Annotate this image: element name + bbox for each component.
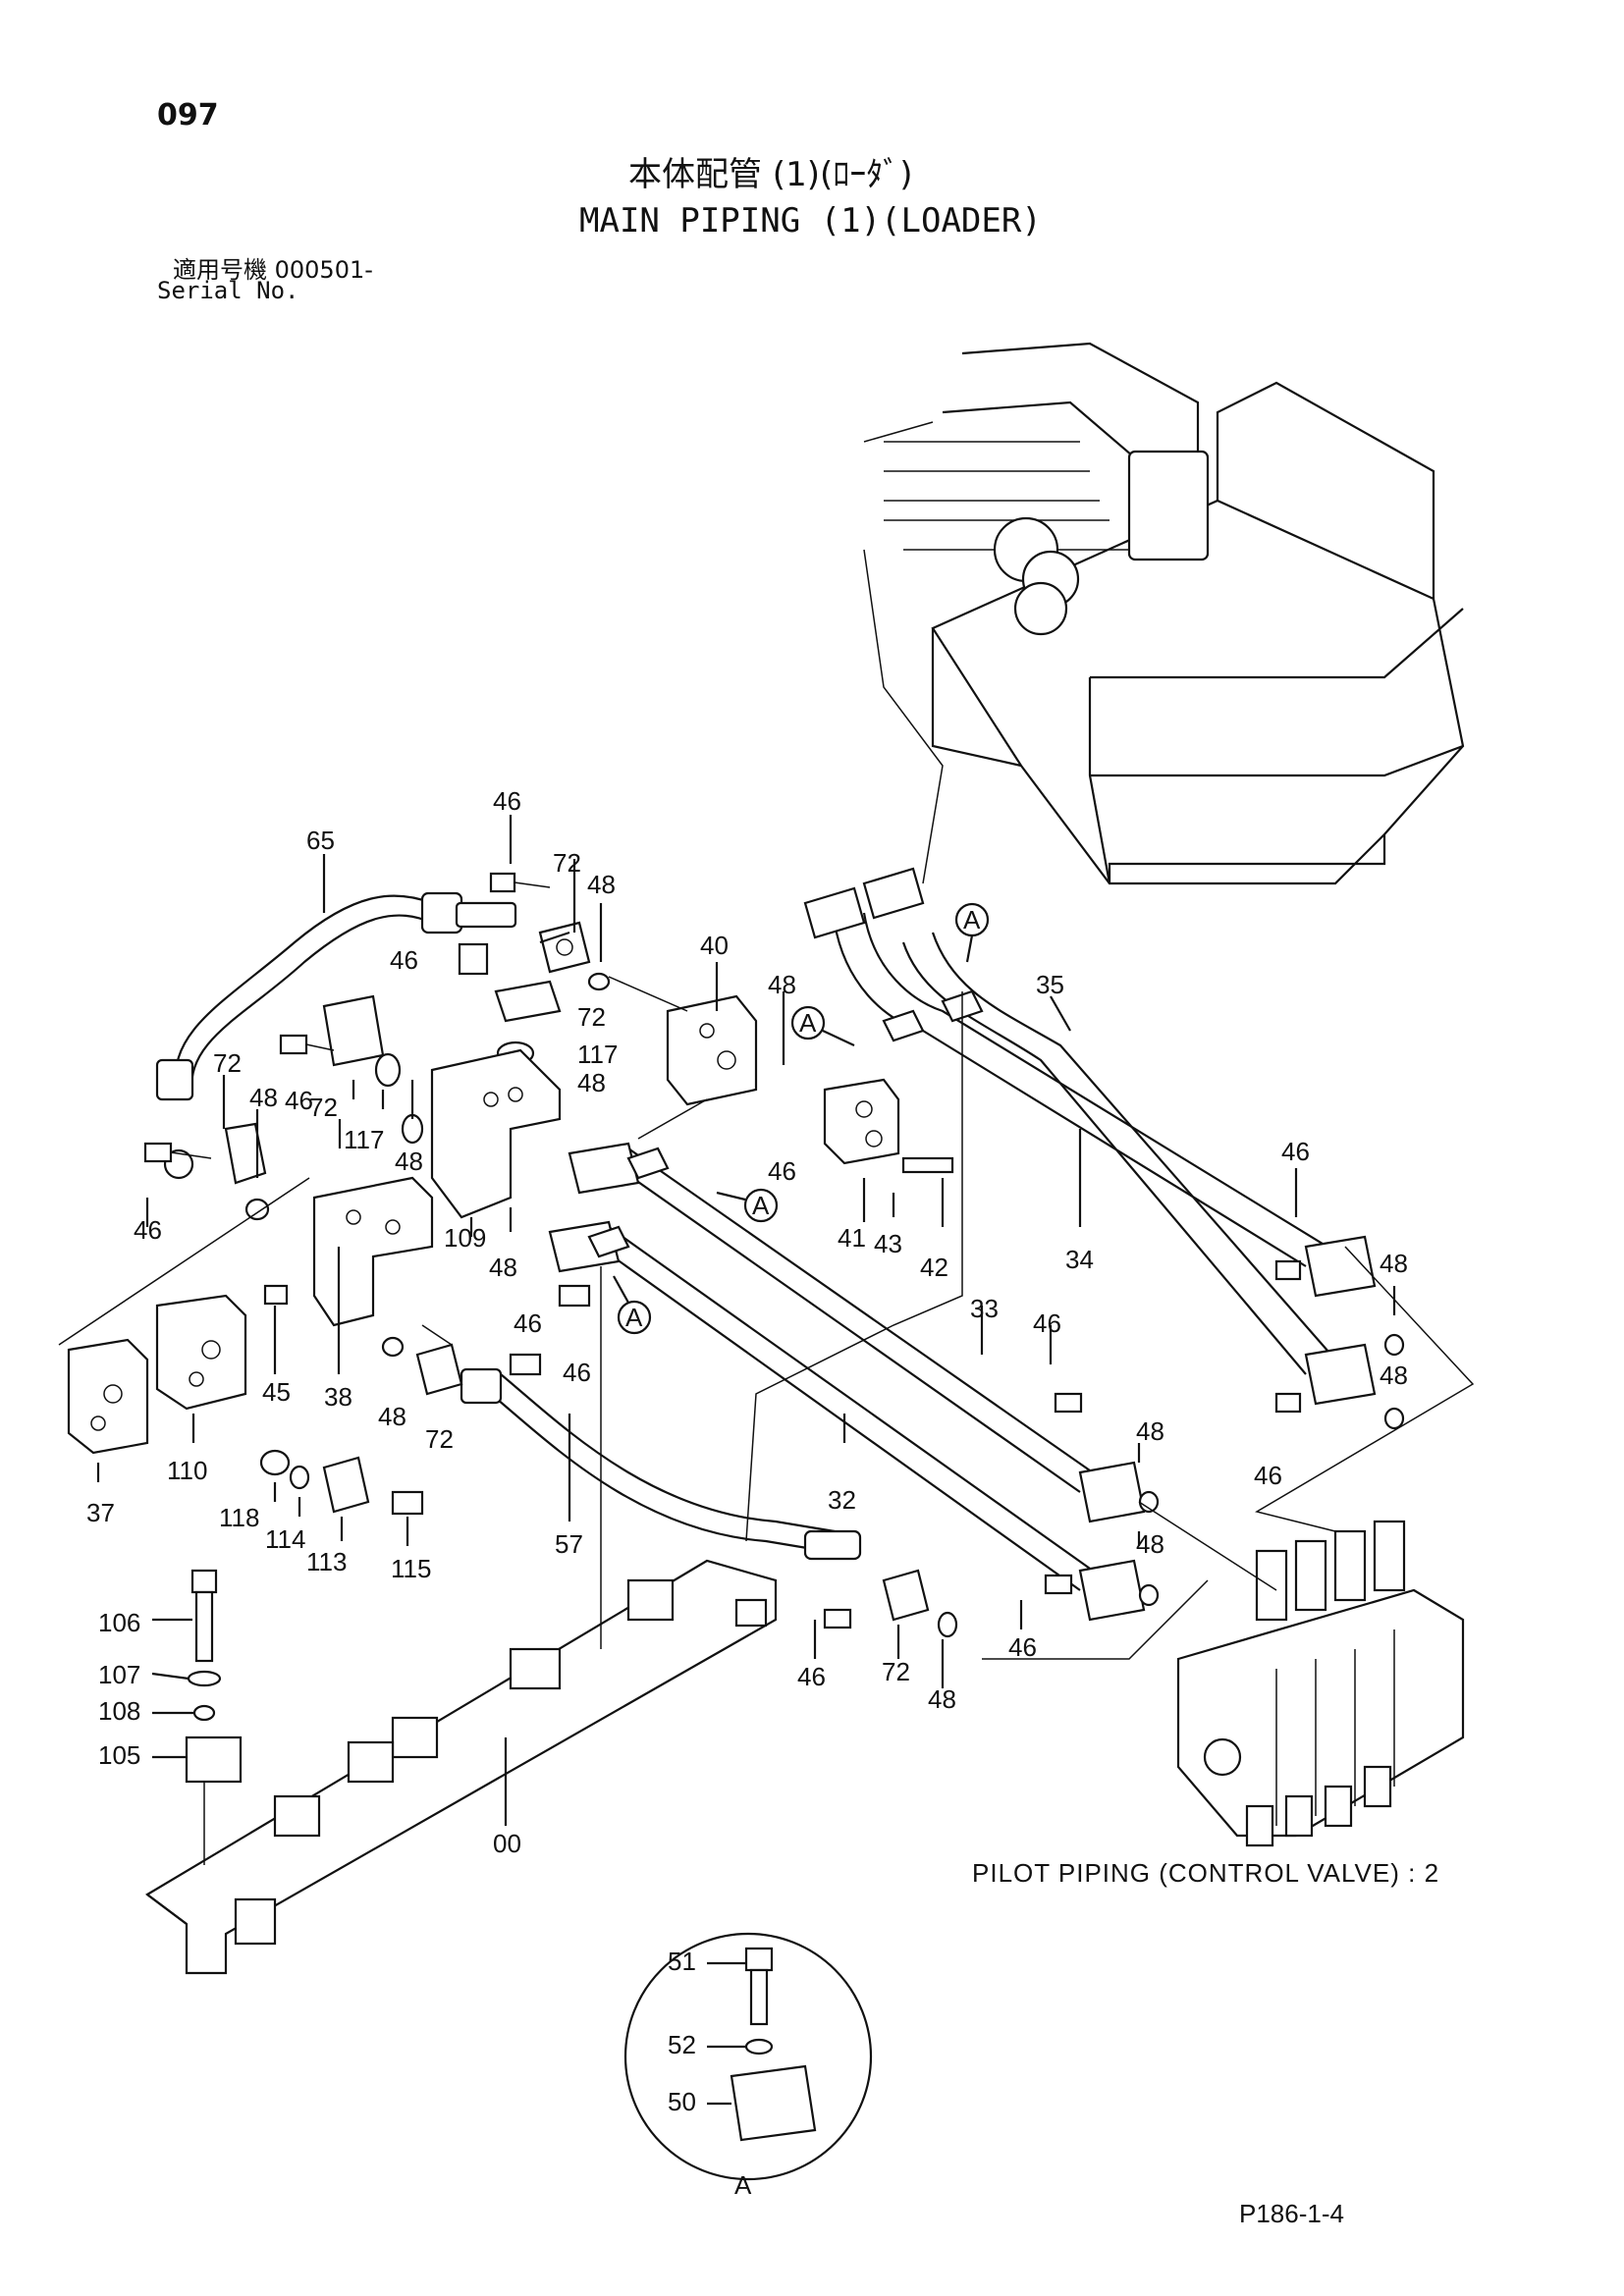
part-label: 46	[390, 945, 418, 975]
part-label: 57	[555, 1529, 583, 1559]
part-label: 109	[444, 1223, 486, 1253]
part-label: 38	[324, 1382, 352, 1412]
part-label: 34	[1065, 1245, 1094, 1274]
part-label: 46	[1033, 1308, 1061, 1338]
part-label: 65	[306, 826, 335, 855]
figure-code: P186-1-4	[1239, 2199, 1344, 2228]
bolt-stack	[185, 1569, 243, 1865]
part-label: 108	[98, 1696, 140, 1726]
flange-cluster-upper	[143, 872, 611, 1221]
part-label: 35	[1036, 970, 1064, 999]
part-label: 114	[265, 1524, 305, 1554]
part-label: 42	[920, 1253, 948, 1282]
part-number-labels: 65 46 72 48 46 72 117 48 40 48 35 72 48 …	[86, 786, 1408, 2200]
part-label: 48	[378, 1402, 406, 1431]
callout-a-label: A	[625, 1303, 643, 1332]
part-label: 52	[668, 2030, 696, 2059]
part-label: 72	[577, 1002, 606, 1032]
callout-a-label: A	[734, 2170, 752, 2200]
part-label: 45	[262, 1377, 291, 1407]
serial-label-japanese: 適用号機 000501-	[173, 256, 373, 284]
part-label: 107	[98, 1660, 140, 1689]
pipes	[460, 867, 1377, 1622]
small-parts-lower	[259, 1259, 1405, 1638]
part-label: 33	[970, 1294, 999, 1323]
part-label: 40	[700, 931, 729, 960]
part-label: 48	[489, 1253, 517, 1282]
part-label: 72	[425, 1424, 454, 1454]
part-label: 46	[768, 1156, 796, 1186]
part-label: 48	[395, 1147, 423, 1176]
part-label: 46	[514, 1308, 542, 1338]
title-english: MAIN PIPING (1)(LOADER)	[579, 201, 1042, 240]
title-japanese: 本体配管 (1)(ﾛｰﾀﾞ)	[628, 155, 913, 194]
part-label: 72	[213, 1048, 242, 1078]
part-label: 48	[1380, 1249, 1408, 1278]
connection-lines	[58, 976, 1475, 1660]
part-label: 48	[768, 970, 796, 999]
machine-body	[863, 342, 1465, 885]
part-label: 46	[134, 1215, 162, 1245]
part-label: 46	[1281, 1137, 1310, 1166]
frame-bracket	[145, 1559, 778, 1975]
callout-a-label: A	[799, 1008, 817, 1038]
part-label: 00	[493, 1829, 521, 1858]
detail-view-a	[623, 1932, 873, 2181]
callout-a-label: A	[963, 905, 981, 934]
part-label: 110	[167, 1456, 207, 1485]
part-label: 115	[391, 1554, 431, 1583]
part-label: 48	[1380, 1361, 1408, 1390]
part-label: 72	[309, 1093, 338, 1122]
serial-label-english: Serial No.	[157, 277, 299, 304]
control-valve	[1176, 1520, 1465, 1847]
pipe-65	[174, 894, 433, 1091]
part-label: 72	[882, 1657, 910, 1686]
callout-a-markers	[613, 902, 990, 1335]
part-label: 113	[306, 1547, 347, 1576]
page-number: 097	[157, 98, 219, 133]
part-label: 48	[1136, 1416, 1164, 1446]
part-label: 105	[98, 1740, 140, 1770]
callout-a-label: A	[752, 1191, 770, 1220]
part-label: 48	[249, 1083, 278, 1112]
part-label: 43	[874, 1229, 902, 1258]
part-label: 118	[219, 1503, 259, 1532]
part-label: 46	[797, 1662, 826, 1691]
part-label: 46	[493, 786, 521, 816]
pilot-piping-note: PILOT PIPING (CONTROL VALVE) : 2	[972, 1858, 1440, 1888]
part-label: 48	[587, 870, 616, 899]
part-label: 48	[1136, 1529, 1164, 1559]
part-label: 46	[1254, 1461, 1282, 1490]
part-label: 46	[1008, 1632, 1037, 1662]
part-label: 48	[577, 1068, 606, 1097]
part-label: 106	[98, 1608, 140, 1637]
part-label: 117	[577, 1040, 618, 1069]
part-label: 46	[563, 1358, 591, 1387]
part-label: 117	[344, 1125, 384, 1154]
part-label: 37	[86, 1498, 115, 1527]
part-label: 46	[285, 1086, 313, 1115]
valve-blocks	[67, 994, 954, 1455]
part-label: 41	[838, 1223, 866, 1253]
part-label: 48	[928, 1684, 956, 1714]
part-label: 51	[668, 1947, 696, 1976]
part-label: 72	[553, 848, 581, 878]
part-label: 32	[828, 1485, 856, 1515]
part-label: 50	[668, 2087, 696, 2116]
leader-lines	[96, 815, 1396, 1826]
